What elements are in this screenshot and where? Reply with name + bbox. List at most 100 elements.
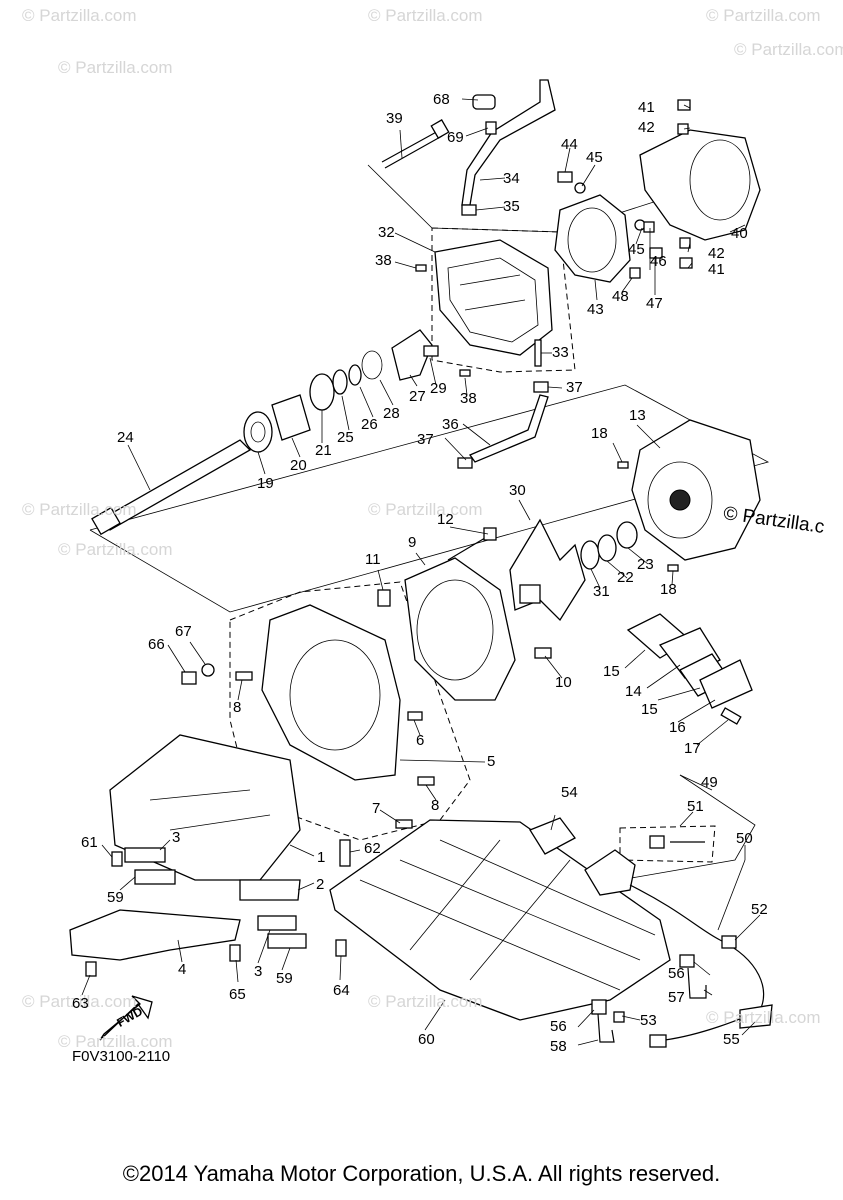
callout-3: 3 <box>254 963 263 980</box>
reverse-bucket-40 <box>639 129 761 241</box>
ride-plate-rib-a <box>359 879 621 991</box>
bolt-62 <box>339 839 351 867</box>
strap-57 <box>687 967 707 999</box>
bolt-17 <box>720 707 742 725</box>
nut-66 <box>181 671 197 685</box>
callout-65: 65 <box>229 986 246 1003</box>
callout-6: 6 <box>416 732 425 749</box>
sleeve-20 <box>271 394 311 441</box>
ride-plate-rib-e <box>469 859 571 981</box>
callout-19: 19 <box>257 475 274 492</box>
seal-23 <box>616 521 638 549</box>
callout-22: 22 <box>617 569 634 586</box>
sleeve-11 <box>377 589 391 607</box>
leader-lines <box>81 98 761 1046</box>
cable-50 <box>629 884 765 1041</box>
plate-2 <box>239 879 301 901</box>
grate-rib-a <box>149 789 251 801</box>
spline-24 <box>91 506 121 536</box>
callout-59: 59 <box>107 889 124 906</box>
callout-62: 62 <box>364 840 381 857</box>
bolt-12-head <box>483 527 497 541</box>
grommet-56-top <box>679 954 695 968</box>
callout-42: 42 <box>708 245 725 262</box>
callout-8: 8 <box>233 699 242 716</box>
callout-57: 57 <box>668 989 685 1006</box>
housing-cap-27 <box>391 329 433 381</box>
bolt-64 <box>335 939 347 957</box>
seal-22 <box>597 534 617 562</box>
callout-1: 1 <box>317 849 326 866</box>
callout-9: 9 <box>408 534 417 551</box>
pin-38-bottom <box>459 369 471 377</box>
callout-10: 10 <box>555 674 572 691</box>
nozzle-housing-32-detail <box>447 257 539 343</box>
callout-56: 56 <box>668 965 685 982</box>
callout-50: 50 <box>736 830 753 847</box>
callout-32: 32 <box>378 224 395 241</box>
intake-duct-5 <box>261 604 401 781</box>
callout-38: 38 <box>460 390 477 407</box>
pump-liner-9 <box>404 557 516 701</box>
stud-bolt-8-top <box>235 671 253 681</box>
drawing-code: F0V3100-2110 <box>72 1048 171 1065</box>
callout-37: 37 <box>566 379 583 396</box>
intake-duct-5-bore <box>289 639 381 751</box>
watermark: © Partzilla.com <box>22 6 137 25</box>
callout-53: 53 <box>640 1012 657 1029</box>
copyright-notice: ©2014 Yamaha Motor Corporation, U.S.A. A… <box>122 1161 721 1186</box>
callout-67: 67 <box>175 623 192 640</box>
watermark: © Partzilla.com <box>58 1032 173 1051</box>
callout-31: 31 <box>593 583 610 600</box>
callout-45: 45 <box>586 149 603 166</box>
callout-61: 61 <box>81 834 98 851</box>
pin-6 <box>407 711 423 721</box>
bearing-21 <box>309 373 335 411</box>
bolt-41-bottom <box>679 257 693 269</box>
callout-35: 35 <box>503 198 520 215</box>
callout-37: 37 <box>417 431 434 448</box>
assembly-outline-lower <box>619 774 756 881</box>
callout-46: 46 <box>650 253 667 270</box>
pump-housing-13 <box>631 419 761 561</box>
pin-18-bottom <box>667 564 679 572</box>
clamp-37-left <box>457 457 473 469</box>
assembly-outline-middle <box>89 384 770 613</box>
spacer-3-a <box>124 847 166 863</box>
watermark: © Partzilla.com <box>22 992 137 1011</box>
callout-18: 18 <box>591 425 608 442</box>
clip-55-plate <box>739 1004 773 1029</box>
callout-38: 38 <box>375 252 392 269</box>
watermark: © Partzilla.com <box>706 1008 821 1027</box>
callout-3: 3 <box>172 829 181 846</box>
callout-27: 27 <box>409 388 426 405</box>
grate-rib-b <box>169 814 271 831</box>
stud-bolt-8-bottom <box>417 776 435 786</box>
callout-25: 25 <box>337 429 354 446</box>
watermark: © Partzilla.com <box>734 40 843 59</box>
grommet-56-bottom <box>591 999 607 1015</box>
bolt-44 <box>557 171 573 183</box>
callout-63: 63 <box>72 995 89 1012</box>
callout-28: 28 <box>383 405 400 422</box>
callout-42: 42 <box>638 119 655 136</box>
callout-8: 8 <box>431 797 440 814</box>
nut-46 <box>643 221 655 233</box>
callout-7: 7 <box>372 800 381 817</box>
callout-17: 17 <box>684 740 701 757</box>
sensor-plug-55 <box>649 1034 667 1048</box>
watermark: © Partzilla.com <box>368 992 483 1011</box>
spacer-59-a <box>134 869 176 885</box>
collar-42-bottom <box>679 237 691 249</box>
small-part-51 <box>649 835 665 849</box>
pin-33 <box>534 339 542 367</box>
pump-liner-9-bore <box>416 579 494 681</box>
bearing-19 <box>243 411 273 453</box>
callout-66: 66 <box>148 636 165 653</box>
callout-29: 29 <box>430 380 447 397</box>
seal-25 <box>332 369 348 395</box>
spacer-59-b <box>267 933 307 949</box>
ride-plate-4 <box>69 909 241 961</box>
sensor-bracket-49 <box>584 849 636 896</box>
